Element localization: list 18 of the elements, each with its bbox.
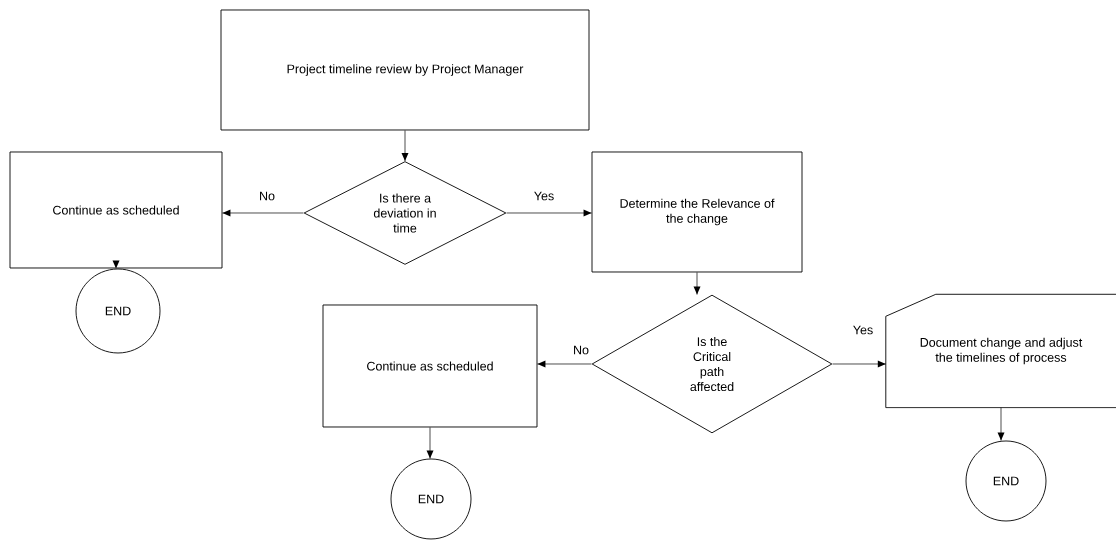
arrow [426,427,434,459]
process-box: Project timeline review by Project Manager [220,9,590,131]
process-box: Continue as scheduled [9,151,223,269]
edge-label: No [572,344,590,356]
arrow [832,360,887,368]
arrow [506,209,592,217]
edge-label: Yes [851,324,875,336]
arrow [222,209,304,217]
arrow [112,260,120,269]
arrow [537,360,592,368]
process-box: Continue as scheduled [322,304,538,428]
document-card: Document change and adjust the timelines of process [885,293,1116,409]
arrow [693,272,701,295]
arrow [401,130,409,162]
edge-label: No [258,190,276,202]
process-box: Determine the Relevance of the change [591,151,803,273]
arrow [997,407,1005,441]
edge-label: Yes [532,190,556,202]
